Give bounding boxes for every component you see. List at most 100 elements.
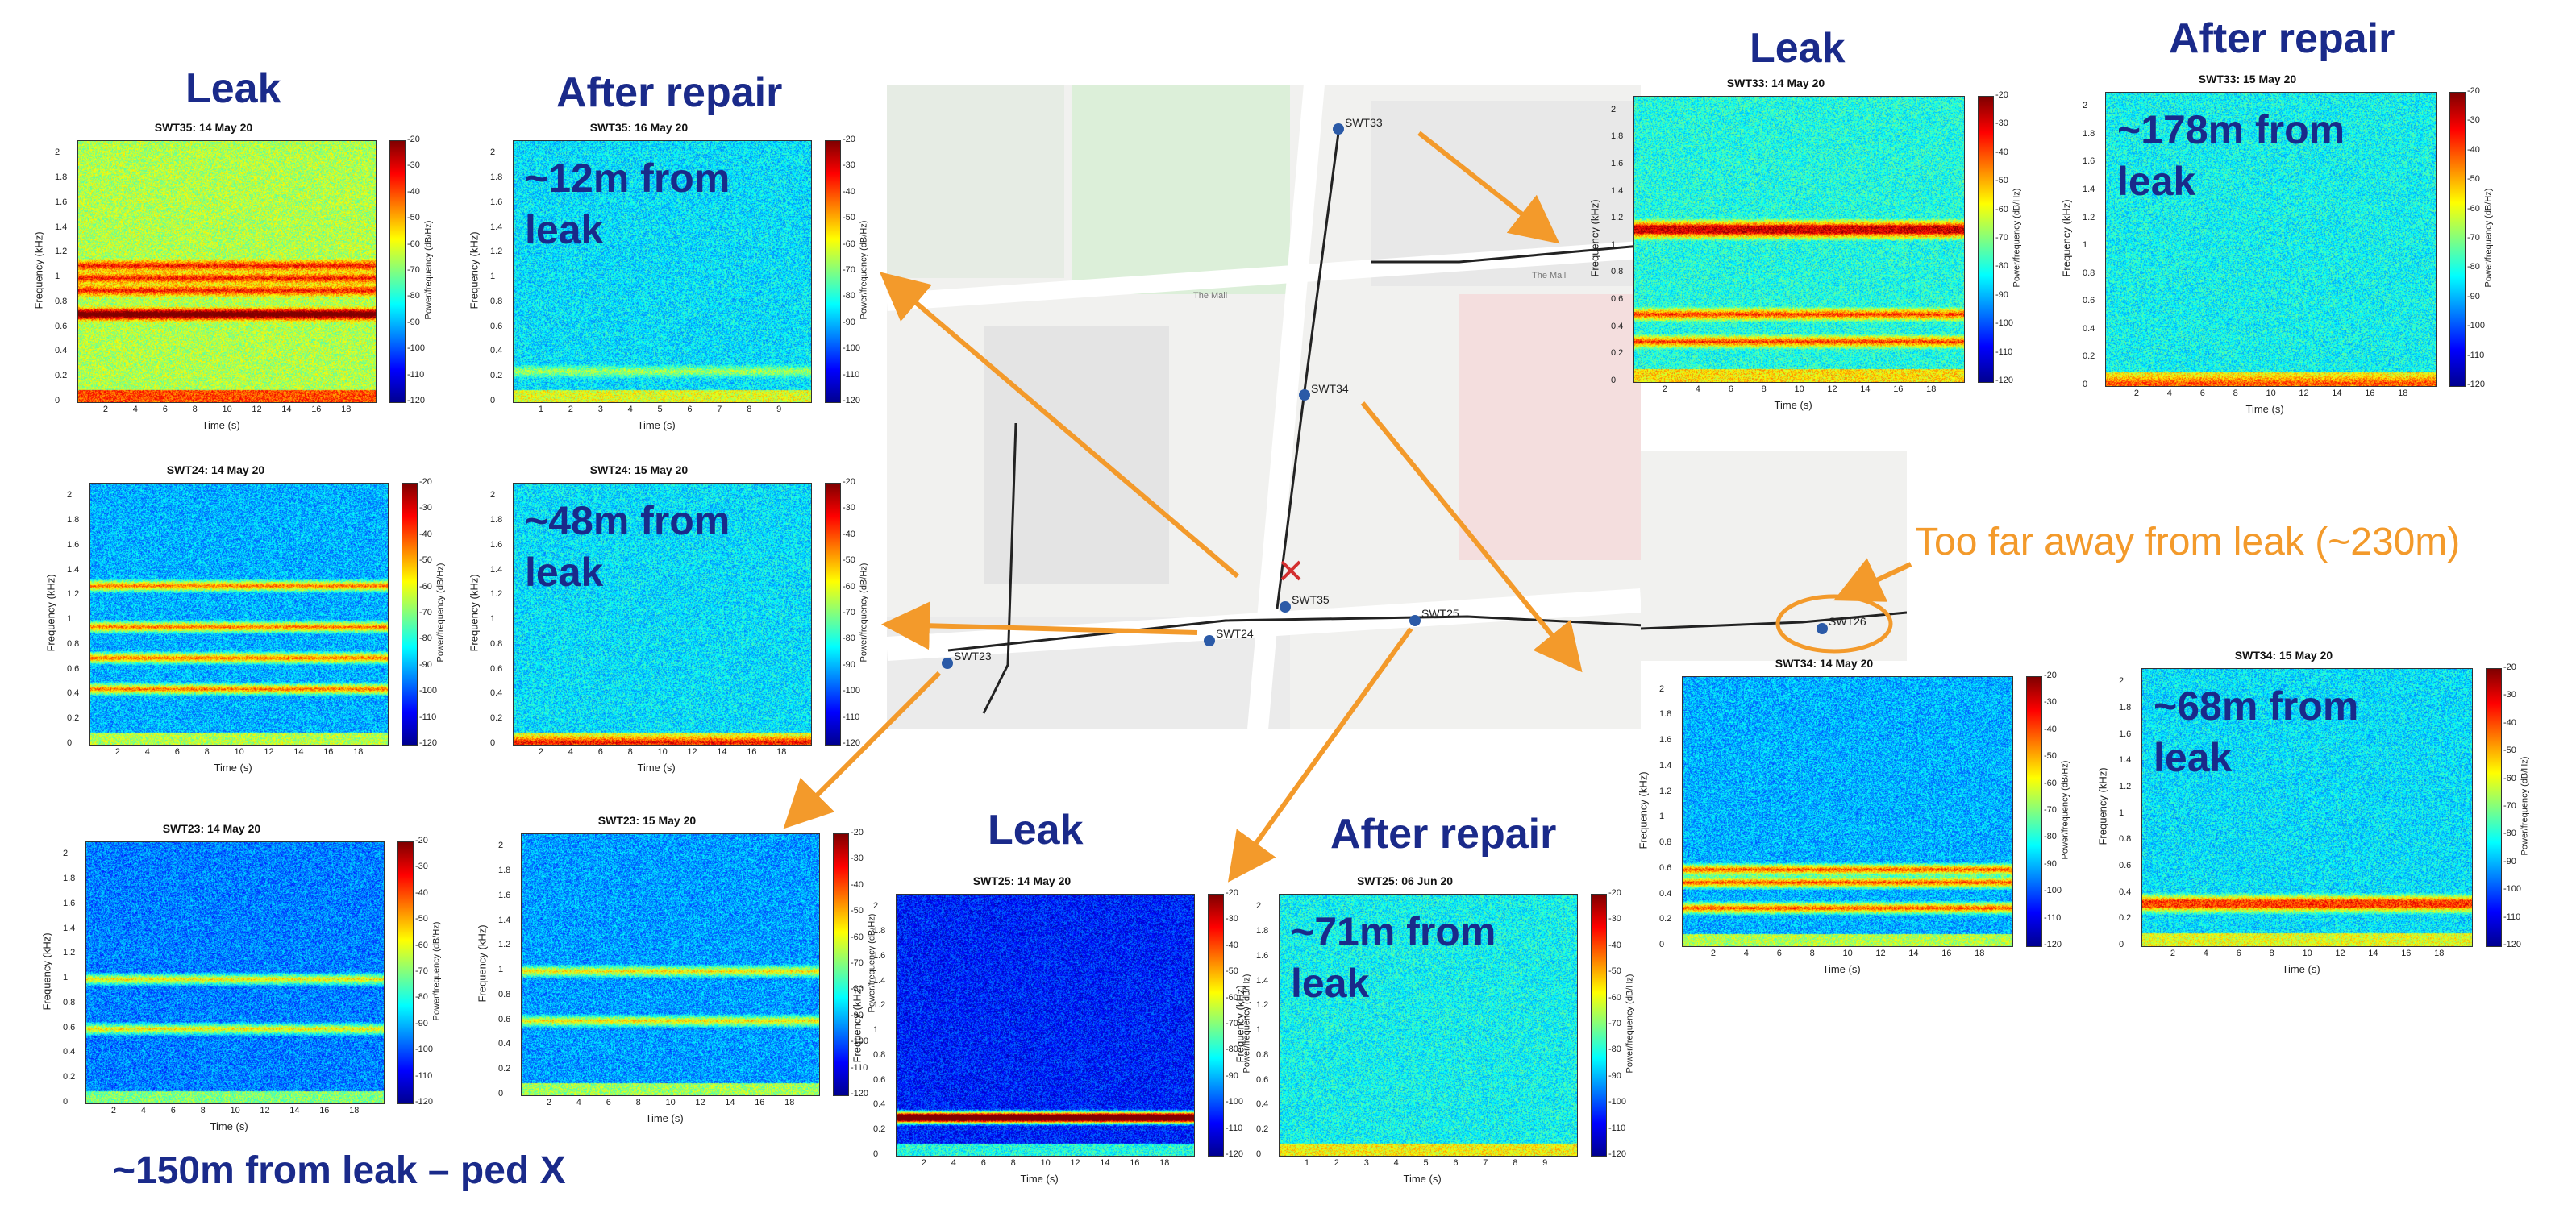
colorbar-tick-label: -80 [851, 984, 864, 995]
colorbar-tick-label: -100 [851, 1036, 869, 1047]
node-swt34-label: SWT34 [1311, 382, 1349, 395]
y-axis-label: Frequency (kHz) [851, 985, 864, 1063]
colorbar-tick-label: -120 [843, 396, 861, 405]
y-tick-label: 0.6 [67, 663, 80, 674]
node-swt23-label: SWT23 [954, 650, 992, 662]
y-tick-label: 1.6 [1256, 950, 1269, 961]
y-tick-label: 1.2 [1659, 786, 1672, 796]
y-tick-label: 0.6 [498, 1014, 511, 1024]
colorbar-tick-label: -40 [1608, 940, 1621, 950]
y-tick-label: 0.8 [498, 989, 511, 999]
y-tick-label: 0 [55, 396, 60, 405]
y-tick-label: 1.4 [2119, 755, 2132, 766]
colorbar-tick-label: -100 [843, 343, 861, 354]
colorbar-tick-label: -60 [1608, 992, 1621, 1003]
y-tick-label: 1 [2083, 240, 2088, 251]
colorbar-tick-label: -60 [2467, 203, 2480, 214]
x-tick-label: 6 [170, 1106, 176, 1115]
y-tick-label: 0.2 [63, 1072, 76, 1082]
x-tick-label: 8 [1809, 949, 1815, 958]
colorbar-tick-label: -50 [407, 213, 420, 223]
x-tick-label: 1 [1304, 1158, 1310, 1168]
colorbar-tick-label: -70 [2503, 801, 2516, 811]
x-tick-label: 14 [717, 747, 727, 757]
x-tick-label: 12 [1827, 384, 1837, 394]
park-area [1072, 85, 1290, 294]
spectrogram-title: SWT23: 15 May 20 [597, 814, 697, 827]
spectrogram-title: SWT24: 14 May 20 [166, 463, 265, 476]
x-axis-label: Time (s) [1822, 963, 1861, 975]
x-tick-label: 2 [1710, 949, 1717, 958]
x-tick-label: 6 [1728, 384, 1733, 394]
colorbar-tick-label: -110 [419, 712, 437, 722]
x-tick-label: 10 [2302, 949, 2312, 958]
colorbar-tick-label: -80 [419, 633, 432, 644]
y-tick-label: 1 [490, 272, 496, 282]
y-tick-label: 0.2 [1256, 1124, 1269, 1135]
y-tick-label: 0.8 [1256, 1049, 1269, 1060]
y-tick-label: 0.8 [873, 1049, 886, 1060]
x-tick-label: 2 [538, 747, 544, 757]
x-tick-label: 2 [114, 747, 121, 757]
colorbar-tick-label: -20 [407, 135, 420, 144]
colorbar-label: Power/frequency (dB/Hz) [423, 220, 434, 320]
colorbar-tick-label: -110 [851, 1062, 868, 1073]
colorbar-tick-label: -90 [1995, 289, 2008, 300]
spectrogram-canvas [2142, 669, 2472, 946]
y-tick-label: 0.2 [67, 713, 80, 724]
y-tick-label: 0.2 [498, 1064, 511, 1074]
colorbar-tick-label: -70 [851, 958, 864, 968]
colorbar-tick-label: -70 [843, 608, 855, 617]
colorbar-tick-label: -70 [1995, 233, 2008, 243]
x-tick-label: 7 [717, 405, 722, 414]
colorbar-tick-label: -100 [843, 686, 861, 696]
colorbar-tick-label: -70 [843, 265, 855, 275]
x-tick-label: 4 [140, 1106, 146, 1115]
node-swt26-label: SWT26 [1829, 615, 1866, 628]
x-tick-label: 10 [222, 405, 232, 414]
spectrogram-canvas [514, 141, 811, 402]
colorbar-tick-label: -110 [843, 712, 860, 722]
colorbar-tick-label: -20 [2503, 662, 2516, 672]
y-axis-label: Frequency (kHz) [2060, 199, 2073, 277]
colorbar-tick-label: -100 [2467, 321, 2486, 331]
colorbar-label: Power/frequency (dB/Hz) [2060, 760, 2070, 860]
arrow-swt26 [1833, 558, 1912, 602]
x-tick-label: 18 [2434, 949, 2445, 958]
x-tick-label: 16 [747, 747, 757, 757]
x-tick-label: 18 [784, 1098, 795, 1107]
spectrogram-plot [896, 894, 1195, 1157]
y-tick-label: 1.8 [2119, 702, 2132, 712]
colorbar-tick-label: -110 [2467, 350, 2485, 360]
y-tick-label: 1.6 [67, 539, 80, 550]
colorbar-tick-label: -100 [1995, 318, 2014, 329]
map-extension-svg: SWT26 [1640, 594, 1908, 654]
y-tick-label: 1.6 [55, 197, 68, 207]
colorbar-tick-label: -50 [1608, 966, 1621, 977]
spectrogram-canvas [514, 484, 811, 745]
y-tick-label: 1 [67, 614, 73, 625]
colorbar-tick-label: -80 [843, 633, 855, 644]
colorbar-tick-label: -120 [1608, 1149, 1627, 1159]
y-tick-label: 1.4 [1611, 185, 1624, 196]
node-swt35-label: SWT35 [1292, 593, 1330, 606]
y-tick-label: 1.4 [63, 923, 76, 933]
colorbar-tick-label: -30 [2044, 697, 2057, 708]
colorbar-tick-label: -50 [843, 213, 855, 223]
x-axis-label: Time (s) [214, 762, 252, 774]
spectrogram-plot: ~68m from leak [2141, 668, 2473, 947]
colorbar-tick-label: -100 [1226, 1097, 1244, 1107]
colorbar-tick-label: -30 [419, 503, 432, 513]
y-axis-label: Frequency (kHz) [40, 932, 53, 1011]
y-tick-label: 1.4 [1659, 760, 1672, 770]
y-tick-label: 0.6 [55, 321, 68, 331]
x-tick-label: 4 [132, 405, 138, 414]
colorbar-label: Power/frequency (dB/Hz) [859, 563, 869, 662]
x-tick-label: 5 [1423, 1158, 1429, 1168]
x-tick-label: 10 [657, 747, 668, 757]
x-tick-label: 18 [349, 1106, 360, 1115]
x-tick-label: 16 [2365, 388, 2375, 398]
node-swt23 [942, 658, 953, 669]
